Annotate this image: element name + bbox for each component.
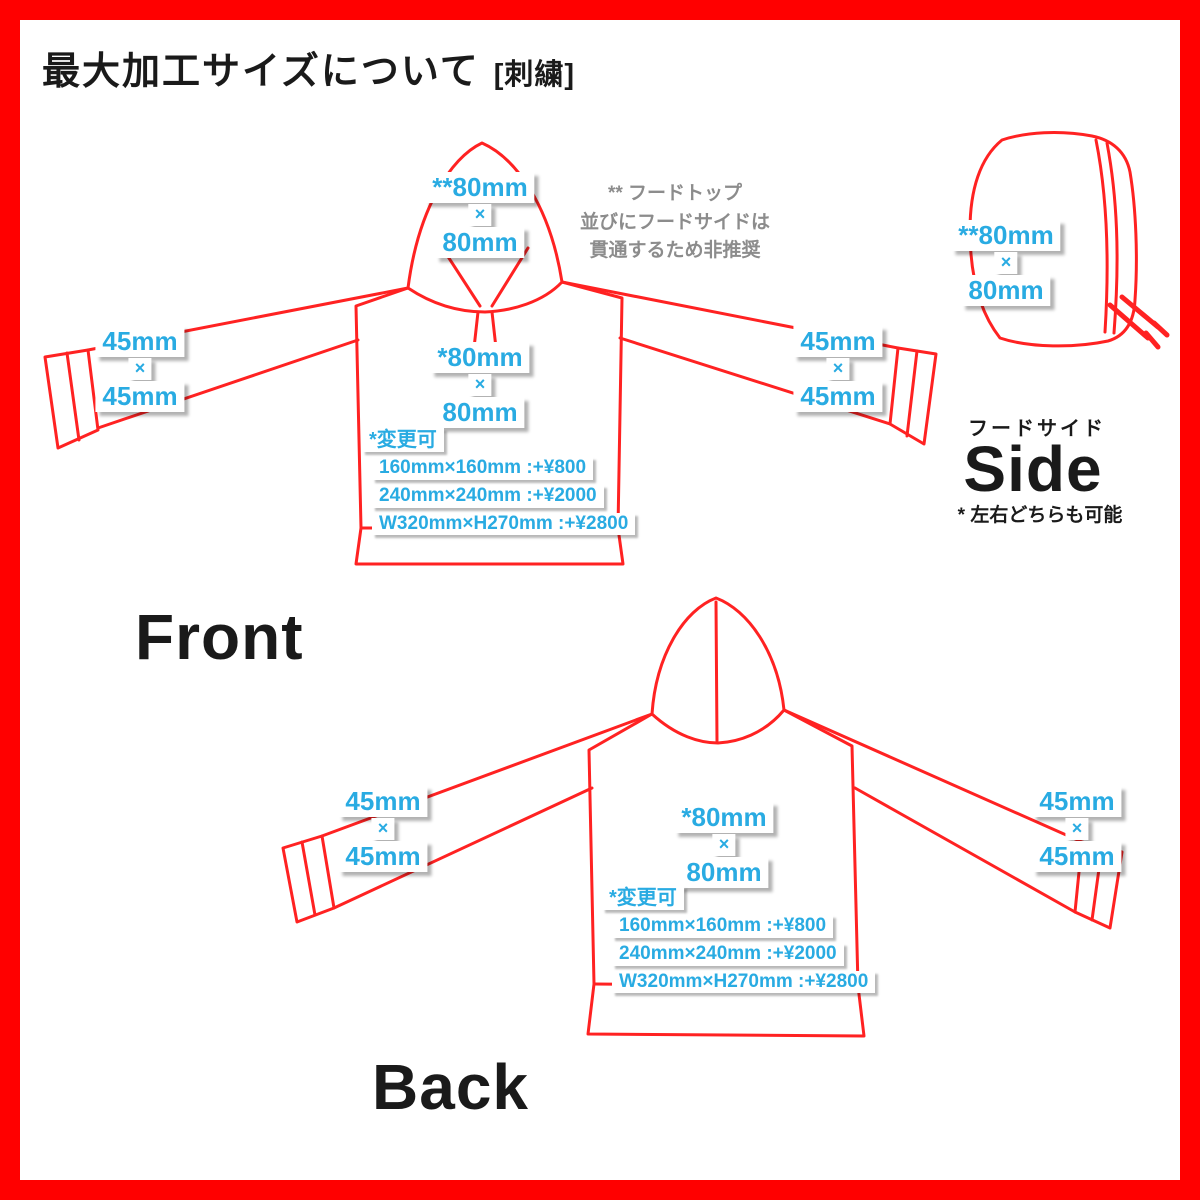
options-title: *変更可 bbox=[602, 886, 684, 910]
option-line: W320mm×H270mm :+¥2800 bbox=[612, 970, 876, 994]
size-height: 45mm bbox=[1032, 840, 1122, 872]
size-width: 45mm bbox=[793, 326, 883, 358]
size-height: 80mm bbox=[435, 396, 525, 428]
back-left-sleeve-size-label: 45mm × 45mm bbox=[338, 786, 428, 872]
multiply-sign: × bbox=[826, 358, 850, 380]
front-left-sleeve-size-label: 45mm × 45mm bbox=[95, 326, 185, 412]
size-height: 45mm bbox=[338, 840, 428, 872]
size-height: 80mm bbox=[961, 274, 1051, 306]
hood-note-line: 並びにフードサイドは bbox=[579, 211, 771, 233]
front-hood-top-size-label: **80mm × 80mm bbox=[425, 172, 535, 258]
page-title-tag: [刺繍] bbox=[493, 59, 576, 91]
multiply-sign: × bbox=[994, 252, 1018, 274]
front-right-sleeve-size-label: 45mm × 45mm bbox=[793, 326, 883, 412]
side-hood-size-label: **80mm × 80mm bbox=[951, 220, 1061, 306]
size-height: 80mm bbox=[679, 856, 769, 888]
size-width: **80mm bbox=[425, 172, 535, 204]
side-view-label: Side bbox=[963, 433, 1103, 505]
side-note: * 左右どちらも可能 bbox=[957, 505, 1123, 526]
option-line: W320mm×H270mm :+¥2800 bbox=[372, 512, 636, 536]
size-width: *80mm bbox=[674, 802, 774, 834]
front-chest-size-label: *80mm × 80mm bbox=[430, 342, 530, 428]
hood-note-line: 貫通するため非推奨 bbox=[589, 240, 761, 261]
back-right-sleeve-size-label: 45mm × 45mm bbox=[1032, 786, 1122, 872]
size-width: **80mm bbox=[951, 220, 1061, 252]
size-height: 45mm bbox=[95, 380, 185, 412]
side-caption: フードサイド bbox=[968, 418, 1106, 440]
size-width: 45mm bbox=[95, 326, 185, 358]
back-size-options: *変更可 160mm×160mm :+¥800 240mm×240mm :+¥2… bbox=[602, 886, 876, 994]
page-title-text: 最大加工サイズについて bbox=[42, 51, 480, 93]
size-height: 45mm bbox=[793, 380, 883, 412]
size-width: 45mm bbox=[338, 786, 428, 818]
page-title: 最大加工サイズについて [刺繍] bbox=[42, 40, 575, 95]
front-size-options: *変更可 160mm×160mm :+¥800 240mm×240mm :+¥2… bbox=[362, 428, 636, 536]
option-line: 160mm×160mm :+¥800 bbox=[612, 915, 834, 938]
front-view-label: Front bbox=[135, 601, 304, 673]
size-height: 80mm bbox=[435, 226, 525, 258]
hood-note: ** フードトップ 並びにフードサイドは 貫通するため非推奨 bbox=[580, 180, 770, 266]
size-width: *80mm bbox=[430, 342, 530, 374]
back-hoodie-drawing bbox=[281, 596, 1124, 1038]
size-width: 45mm bbox=[1032, 786, 1122, 818]
back-center-size-label: *80mm × 80mm bbox=[674, 802, 774, 888]
option-line: 240mm×240mm :+¥2000 bbox=[612, 942, 844, 966]
option-line: 160mm×160mm :+¥800 bbox=[372, 457, 594, 480]
options-title: *変更可 bbox=[362, 428, 444, 452]
back-view-label: Back bbox=[372, 1051, 529, 1123]
multiply-sign: × bbox=[371, 818, 395, 840]
multiply-sign: × bbox=[468, 374, 492, 396]
multiply-sign: × bbox=[468, 204, 492, 226]
option-line: 240mm×240mm :+¥2000 bbox=[372, 484, 604, 508]
multiply-sign: × bbox=[1065, 818, 1089, 840]
multiply-sign: × bbox=[128, 358, 152, 380]
multiply-sign: × bbox=[712, 834, 736, 856]
hood-note-line: ** フードトップ bbox=[607, 183, 743, 204]
